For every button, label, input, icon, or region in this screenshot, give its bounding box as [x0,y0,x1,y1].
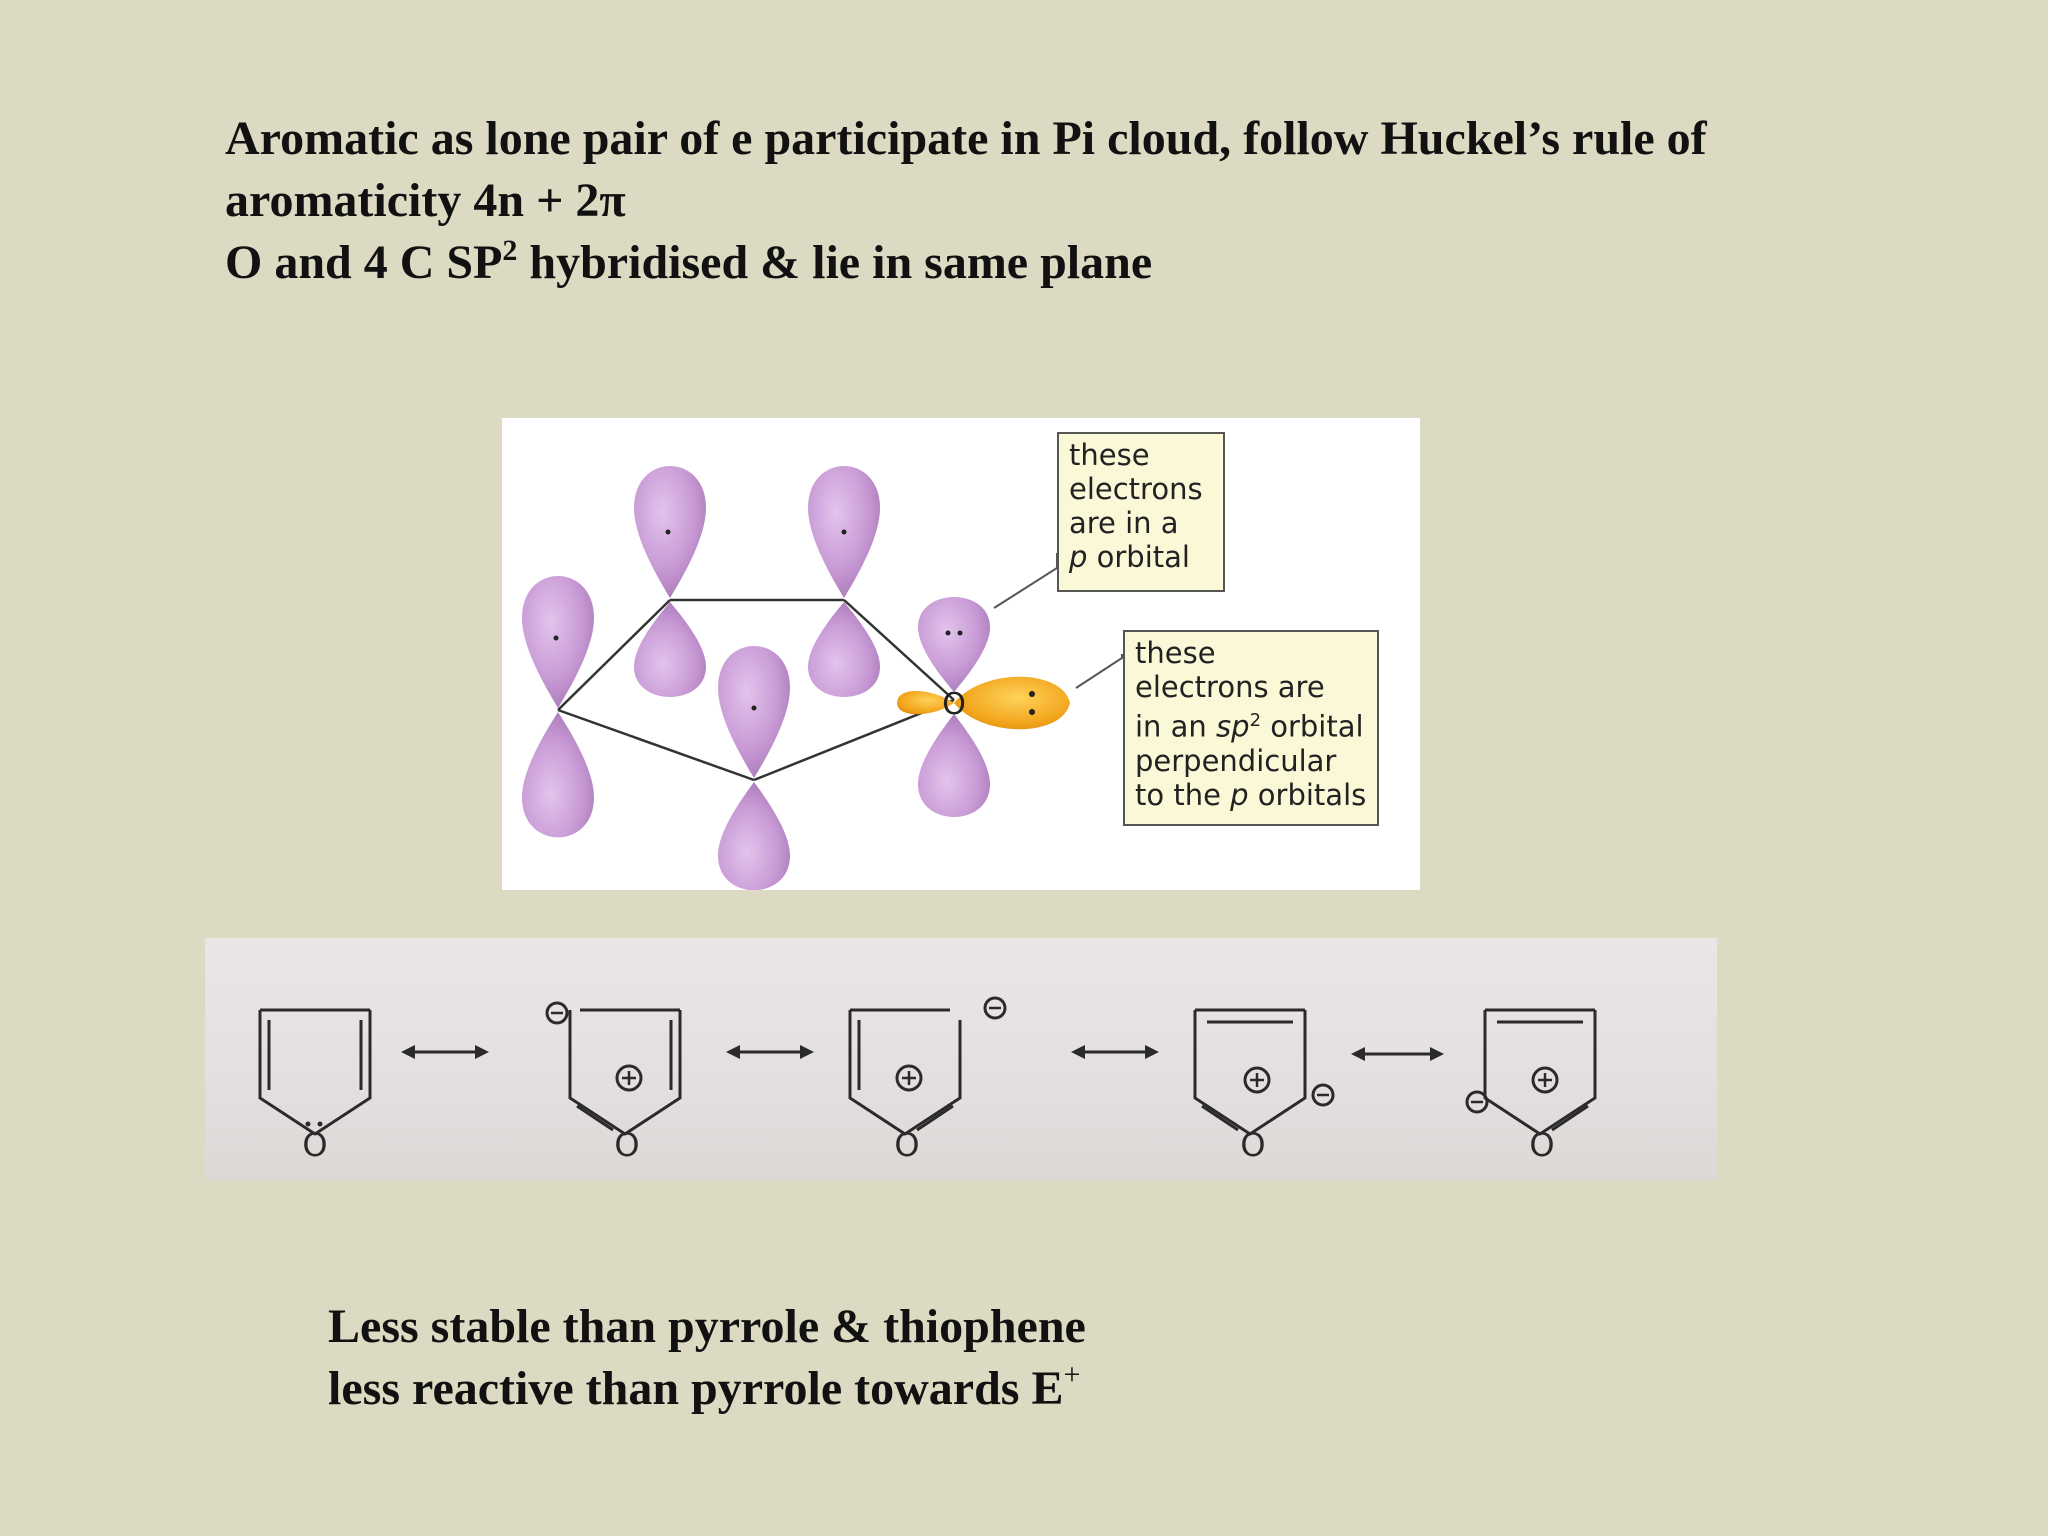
resonance-arrow-1 [401,1045,489,1059]
resonance-structure-3: O [848,996,1007,1164]
callout-p-line-2: electrons [1069,472,1203,506]
callout-p-line-3: are in a [1069,506,1179,540]
furan-resonance-structures: O O [205,938,1717,1180]
heading-line-1: Aromatic as lone pair of e participate i… [225,112,1707,165]
p-orbital-c2 [522,576,594,838]
slide-heading: Aromatic as lone pair of e participate i… [225,108,1925,294]
structure-3-oxygen: O [894,1126,919,1164]
callout-pointer-sp2 [1075,654,1123,689]
callout-sp2-line-4: perpendicular [1135,743,1337,778]
callout-sp2-superscript: 2 [1249,710,1262,731]
callout-pointer-p [993,553,1058,609]
sp2-orbital [897,676,1070,730]
callout-p-line-4: p orbital [1069,540,1213,574]
footer-line-1: Less stable than pyrrole & thiophene [328,1300,1086,1353]
callout-sp2-line-1: these [1135,636,1216,670]
heading-line-3-superscript: 2 [502,234,518,267]
slide-footer-text: Less stable than pyrrole & thiophene les… [328,1296,1528,1420]
callout-sp2-orbital: these electrons are in an sp2 orbital pe… [1123,630,1379,826]
resonance-structure-4: O [1193,1008,1335,1164]
callout-p-line-1: these [1069,438,1150,472]
resonance-arrow-3 [1071,1045,1159,1059]
callout-sp2-line-5: to the p orbitals [1135,778,1367,812]
callout-sp2-line-3: in an sp2 orbital [1135,704,1367,744]
orbital-drawing: O [522,466,1123,890]
heading-line-3: O and 4 C SP2 hybridised & lie in same p… [225,232,1925,294]
resonance-structure-2: O [545,1001,682,1164]
p-orbital-c4 [808,466,880,698]
structure-2-oxygen: O [614,1126,639,1164]
heading-line-3-start: O and 4 C SP [225,236,503,289]
structure-5-oxygen: O [1529,1126,1554,1164]
callout-sp2-line-5-start: to the [1135,777,1231,812]
callout-p-line-4-rest: orbital [1087,540,1190,574]
p-orbital-c5 [718,646,790,890]
callout-sp2-line-5-italic: p [1230,777,1249,812]
callout-p-orbital: these electrons are in a p orbital [1057,432,1225,592]
footer-line-2: less reactive than pyrrole towards E+ [328,1358,1528,1420]
heading-line-2: aromaticity 4n + 2π [225,174,626,227]
resonance-arrow-2 [726,1045,814,1059]
callout-sp2-line-5-end: orbitals [1248,777,1367,812]
callout-sp2-line-3-end: orbital [1261,709,1364,744]
callout-p-italic: p [1069,540,1088,574]
furan-orbital-diagram: O these electrons are in a p orbital the… [502,418,1420,890]
p-orbital-oxygen [918,596,990,817]
oxygen-atom-label: O [942,687,966,722]
resonance-arrow-4 [1351,1047,1444,1061]
footer-line-2-superscript: + [1063,1358,1081,1391]
heading-line-3-end: hybridised & lie in same plane [517,236,1153,289]
structure-1-oxygen: O [302,1126,327,1164]
callout-sp2-line-3-start: in an [1135,709,1217,744]
resonance-drawing: O O [258,996,1597,1164]
footer-line-2-text: less reactive than pyrrole towards E [328,1362,1064,1415]
resonance-structure-5: O [1465,1008,1597,1164]
callout-sp2-italic: sp [1216,709,1250,744]
structure-4-oxygen: O [1240,1126,1265,1164]
p-orbital-c3 [634,466,706,698]
callout-sp2-line-2: electrons are [1135,670,1325,704]
resonance-structure-1: O [258,1008,372,1164]
